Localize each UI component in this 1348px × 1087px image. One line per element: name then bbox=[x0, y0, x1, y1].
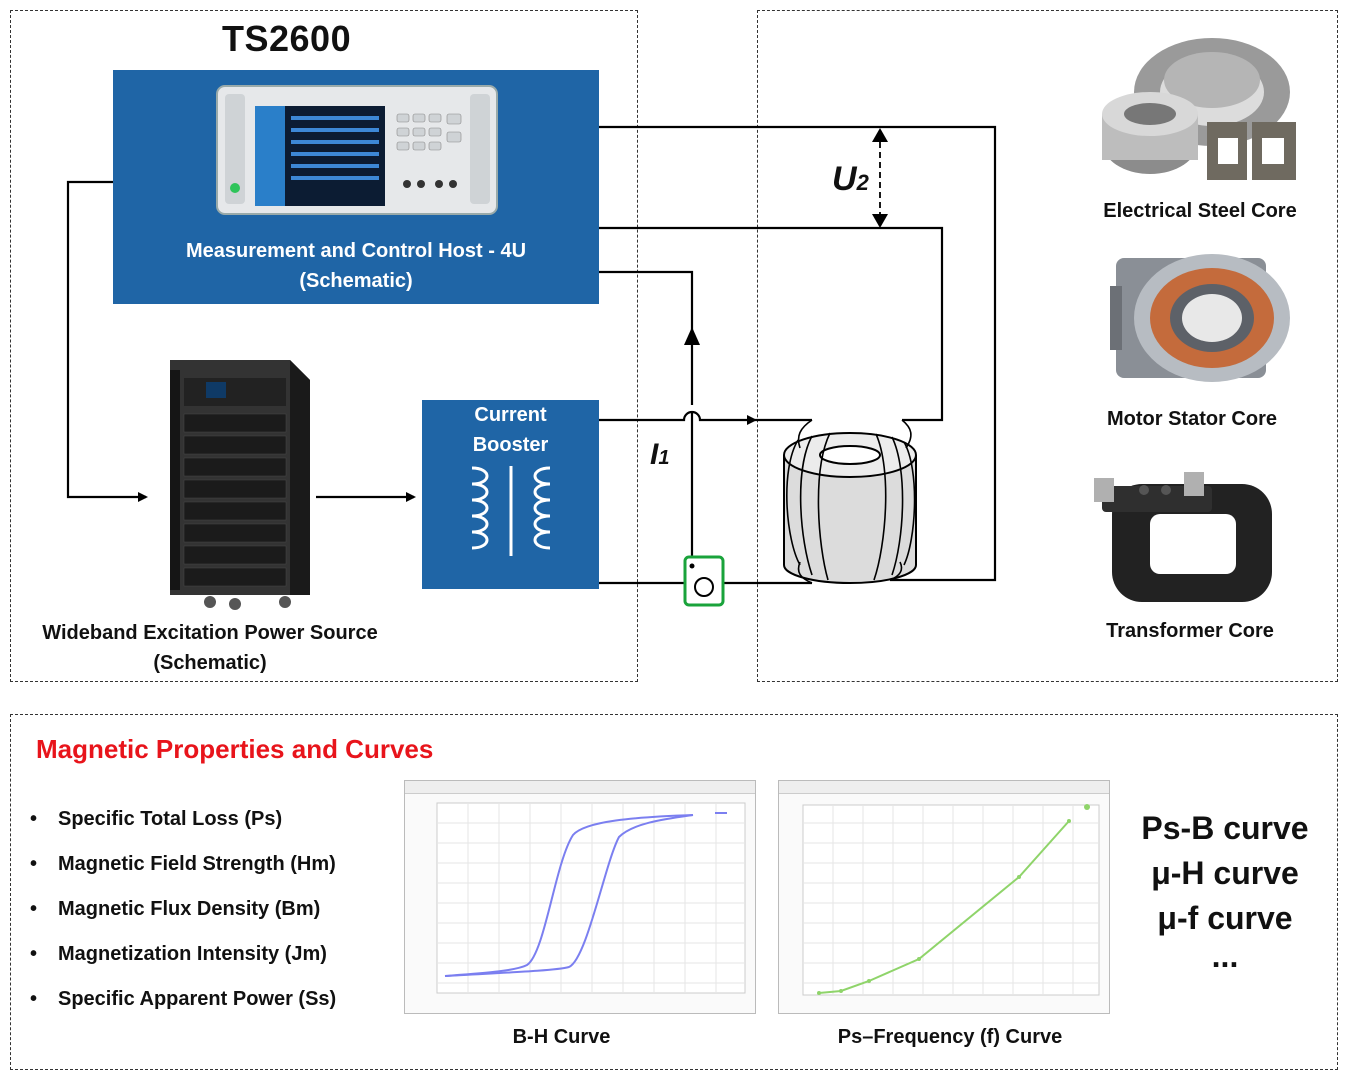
host-panel: Measurement and Control Host - 4U (Schem… bbox=[113, 70, 599, 304]
bh-curve-thumbnail bbox=[404, 780, 756, 1014]
pf-curve-caption: Ps–Frequency (f) Curve bbox=[837, 1026, 1063, 1048]
properties-heading: Magnetic Properties and Curves bbox=[36, 734, 434, 764]
system-frame bbox=[10, 10, 638, 682]
sample-label-steel: Electrical Steel Core bbox=[1103, 200, 1297, 222]
host-label-line2: (Schematic) bbox=[299, 270, 413, 292]
property-list: Specific Total Loss (Ps) Magnetic Field … bbox=[30, 806, 336, 1031]
power-source-label-line2: (Schematic) bbox=[153, 652, 267, 674]
curve-item: μ-H curve bbox=[1151, 855, 1299, 891]
curve-list: Ps-B curve μ-H curve μ-f curve ... bbox=[1120, 806, 1330, 974]
property-item: Magnetic Flux Density (Bm) bbox=[30, 896, 336, 941]
host-label-line1: Measurement and Control Host - 4U bbox=[185, 240, 527, 262]
sample-label-transformer: Transformer Core bbox=[1106, 620, 1274, 642]
transformer-symbol-icon bbox=[471, 466, 551, 556]
wiring-diagram bbox=[66, 125, 997, 607]
property-item: Specific Apparent Power (Ss) bbox=[30, 986, 336, 1031]
host-label: Measurement and Control Host - 4U (Schem… bbox=[113, 236, 599, 296]
bh-curve-plot bbox=[436, 802, 746, 994]
sample-frame bbox=[757, 10, 1338, 682]
host-instrument-image bbox=[216, 85, 498, 215]
properties-frame bbox=[10, 714, 1338, 1070]
curve-item: Ps-B curve bbox=[1141, 810, 1309, 846]
i1-label: I1 bbox=[650, 438, 670, 471]
property-item: Specific Total Loss (Ps) bbox=[30, 806, 336, 851]
u2-label: U2 bbox=[832, 160, 869, 198]
bh-thumbnail-toolbar bbox=[405, 781, 755, 794]
sample-label-stator: Motor Stator Core bbox=[1107, 408, 1277, 430]
booster-label-line1: Current bbox=[474, 404, 547, 426]
pf-curve-plot bbox=[802, 804, 1100, 996]
motor-stator-core-image bbox=[1110, 254, 1290, 382]
pf-thumbnail-toolbar bbox=[779, 781, 1109, 794]
system-title: TS2600 bbox=[222, 18, 352, 59]
transformer-core-image bbox=[1094, 472, 1272, 602]
property-item: Magnetic Field Strength (Hm) bbox=[30, 851, 336, 896]
ps-f-curve-thumbnail bbox=[778, 780, 1110, 1014]
power-source-label: Wideband Excitation Power Source (Schema… bbox=[20, 618, 400, 678]
power-source-image bbox=[170, 360, 310, 610]
bh-curve-caption: B-H Curve bbox=[512, 1026, 611, 1048]
curve-item: μ-f curve bbox=[1157, 900, 1293, 936]
current-booster: Current Booster bbox=[422, 400, 599, 589]
power-source-label-line1: Wideband Excitation Power Source bbox=[42, 622, 378, 644]
booster-label-line2: Booster bbox=[472, 434, 549, 456]
property-item: Magnetization Intensity (Jm) bbox=[30, 941, 336, 986]
curve-item: ... bbox=[1211, 938, 1239, 974]
booster-label: Current Booster bbox=[422, 400, 599, 460]
electrical-steel-core-image bbox=[1102, 38, 1296, 180]
